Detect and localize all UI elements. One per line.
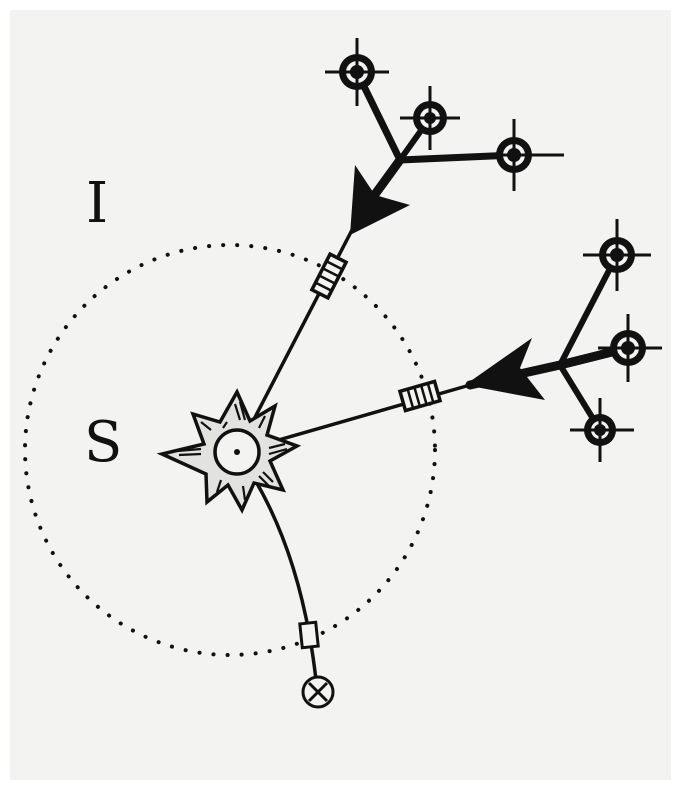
link-marker-bottom <box>300 622 318 648</box>
label-inner: S <box>84 415 122 471</box>
cross-node <box>400 86 460 150</box>
cross-node <box>583 219 651 291</box>
label-outer: I <box>86 176 108 232</box>
cross-node <box>570 398 634 462</box>
target-node <box>303 677 333 707</box>
cross-node <box>598 314 662 382</box>
arrowhead-top <box>350 165 410 235</box>
cross-node <box>325 38 389 106</box>
cross-node <box>482 119 564 191</box>
link-marker-top <box>312 254 346 298</box>
center-star-node <box>162 392 297 510</box>
link-marker-right <box>400 381 440 410</box>
